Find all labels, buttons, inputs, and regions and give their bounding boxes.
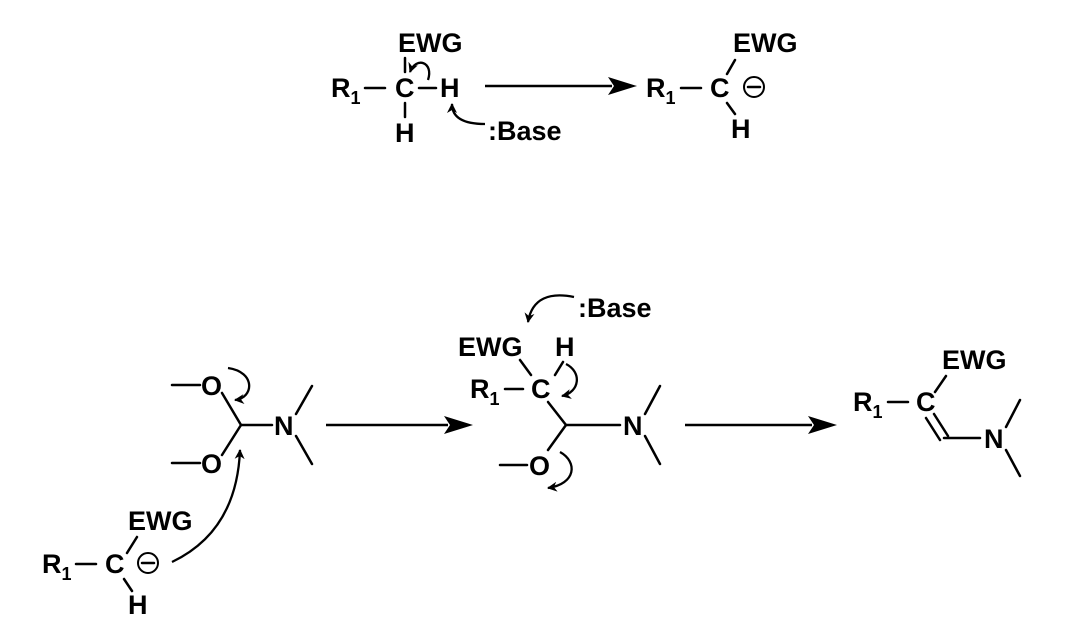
oxygen-label: O xyxy=(529,451,550,481)
n-methyl-bond-1 xyxy=(643,384,662,416)
c-o-bond xyxy=(546,423,568,452)
c-ewg-bond xyxy=(933,374,948,394)
r1-label: R1 xyxy=(470,374,500,409)
n-methyl-bond-2 xyxy=(294,434,314,466)
ewg-label: EWG xyxy=(398,28,463,58)
r1-label: R1 xyxy=(42,549,72,584)
oxygen-label-2: O xyxy=(201,449,222,479)
base-label: :Base xyxy=(578,293,652,323)
r1-label: R1 xyxy=(853,387,883,422)
methoxide-elimination-arrow-icon xyxy=(547,450,573,492)
n-methyl-bond-2 xyxy=(1004,448,1022,478)
r1-label: R1 xyxy=(646,73,676,108)
c-ewg-bond xyxy=(725,58,737,76)
c-ewg-bond xyxy=(125,535,139,555)
carbanion-product: EWG R1 C H xyxy=(646,28,798,144)
carbon-label: C xyxy=(916,387,936,417)
reaction-arrow-1-head-icon xyxy=(608,77,637,95)
nitrogen-label: N xyxy=(274,411,294,441)
bond-electron-arrow-icon xyxy=(408,61,431,81)
addition-intermediate: :Base EWG H R1 C N O xyxy=(458,293,662,492)
negative-charge-icon xyxy=(137,552,159,574)
condensation-step: O O N EWG R1 C H :B xyxy=(42,293,1022,620)
nitrogen-label: N xyxy=(623,411,643,441)
c-h-bond xyxy=(122,577,134,593)
ewg-label: EWG xyxy=(458,332,523,362)
n-methyl-bond-1 xyxy=(1004,398,1022,429)
n-methyl-bond-2 xyxy=(643,434,662,466)
c-h-bond xyxy=(553,360,565,377)
c-c-double-bond-1 xyxy=(932,412,950,438)
acidic-hydrogen-label: H xyxy=(440,73,460,103)
nitrogen-label: N xyxy=(984,424,1004,454)
carbon-label: C xyxy=(395,73,415,103)
methoxide-leaving-arrow-icon xyxy=(227,366,251,405)
c-c-bond xyxy=(546,400,568,427)
dmf-dma-molecule: O O N xyxy=(170,366,314,479)
o-c-bond-1 xyxy=(220,391,243,427)
base-attack-arrow-icon xyxy=(447,103,486,126)
carbon-label: C xyxy=(531,374,551,404)
carbon-label: C xyxy=(710,73,730,103)
r1-label: R1 xyxy=(331,73,361,108)
base-label: :Base xyxy=(488,116,562,146)
c-h-bond xyxy=(725,101,737,116)
negative-charge-icon xyxy=(743,76,765,98)
ewg-label: EWG xyxy=(942,345,1007,375)
c-ewg-bond xyxy=(518,358,533,377)
c-c-double-bond-2 xyxy=(924,416,942,442)
hydrogen-label: H xyxy=(128,590,148,620)
enamine-formation-arrow-icon xyxy=(561,362,578,399)
hydrogen-label: H xyxy=(395,118,415,148)
reaction-arrow-3-head-icon xyxy=(808,416,837,434)
ewg-label: EWG xyxy=(128,506,193,536)
n-methyl-bond-1 xyxy=(294,384,314,416)
ewg-label: EWG xyxy=(733,28,798,58)
hydrogen-label: H xyxy=(731,114,751,144)
enamine-product: EWG R1 C N xyxy=(853,345,1022,478)
carbanion-nucleophile: EWG R1 C H xyxy=(42,449,245,620)
reaction-arrow-2-head-icon xyxy=(444,416,473,434)
deprotonation-step: EWG R1 C H H :Base EWG R1 C H xyxy=(331,28,798,148)
base-deprotonation-arrow-icon xyxy=(524,294,575,323)
substrate-molecule: EWG R1 C H H xyxy=(331,28,463,148)
carbon-label: C xyxy=(105,549,125,579)
oxygen-label-1: O xyxy=(201,371,222,401)
o-c-bond-2 xyxy=(220,423,243,457)
nucleophilic-attack-arrow-icon xyxy=(171,449,245,564)
hydrogen-label: H xyxy=(555,332,575,362)
